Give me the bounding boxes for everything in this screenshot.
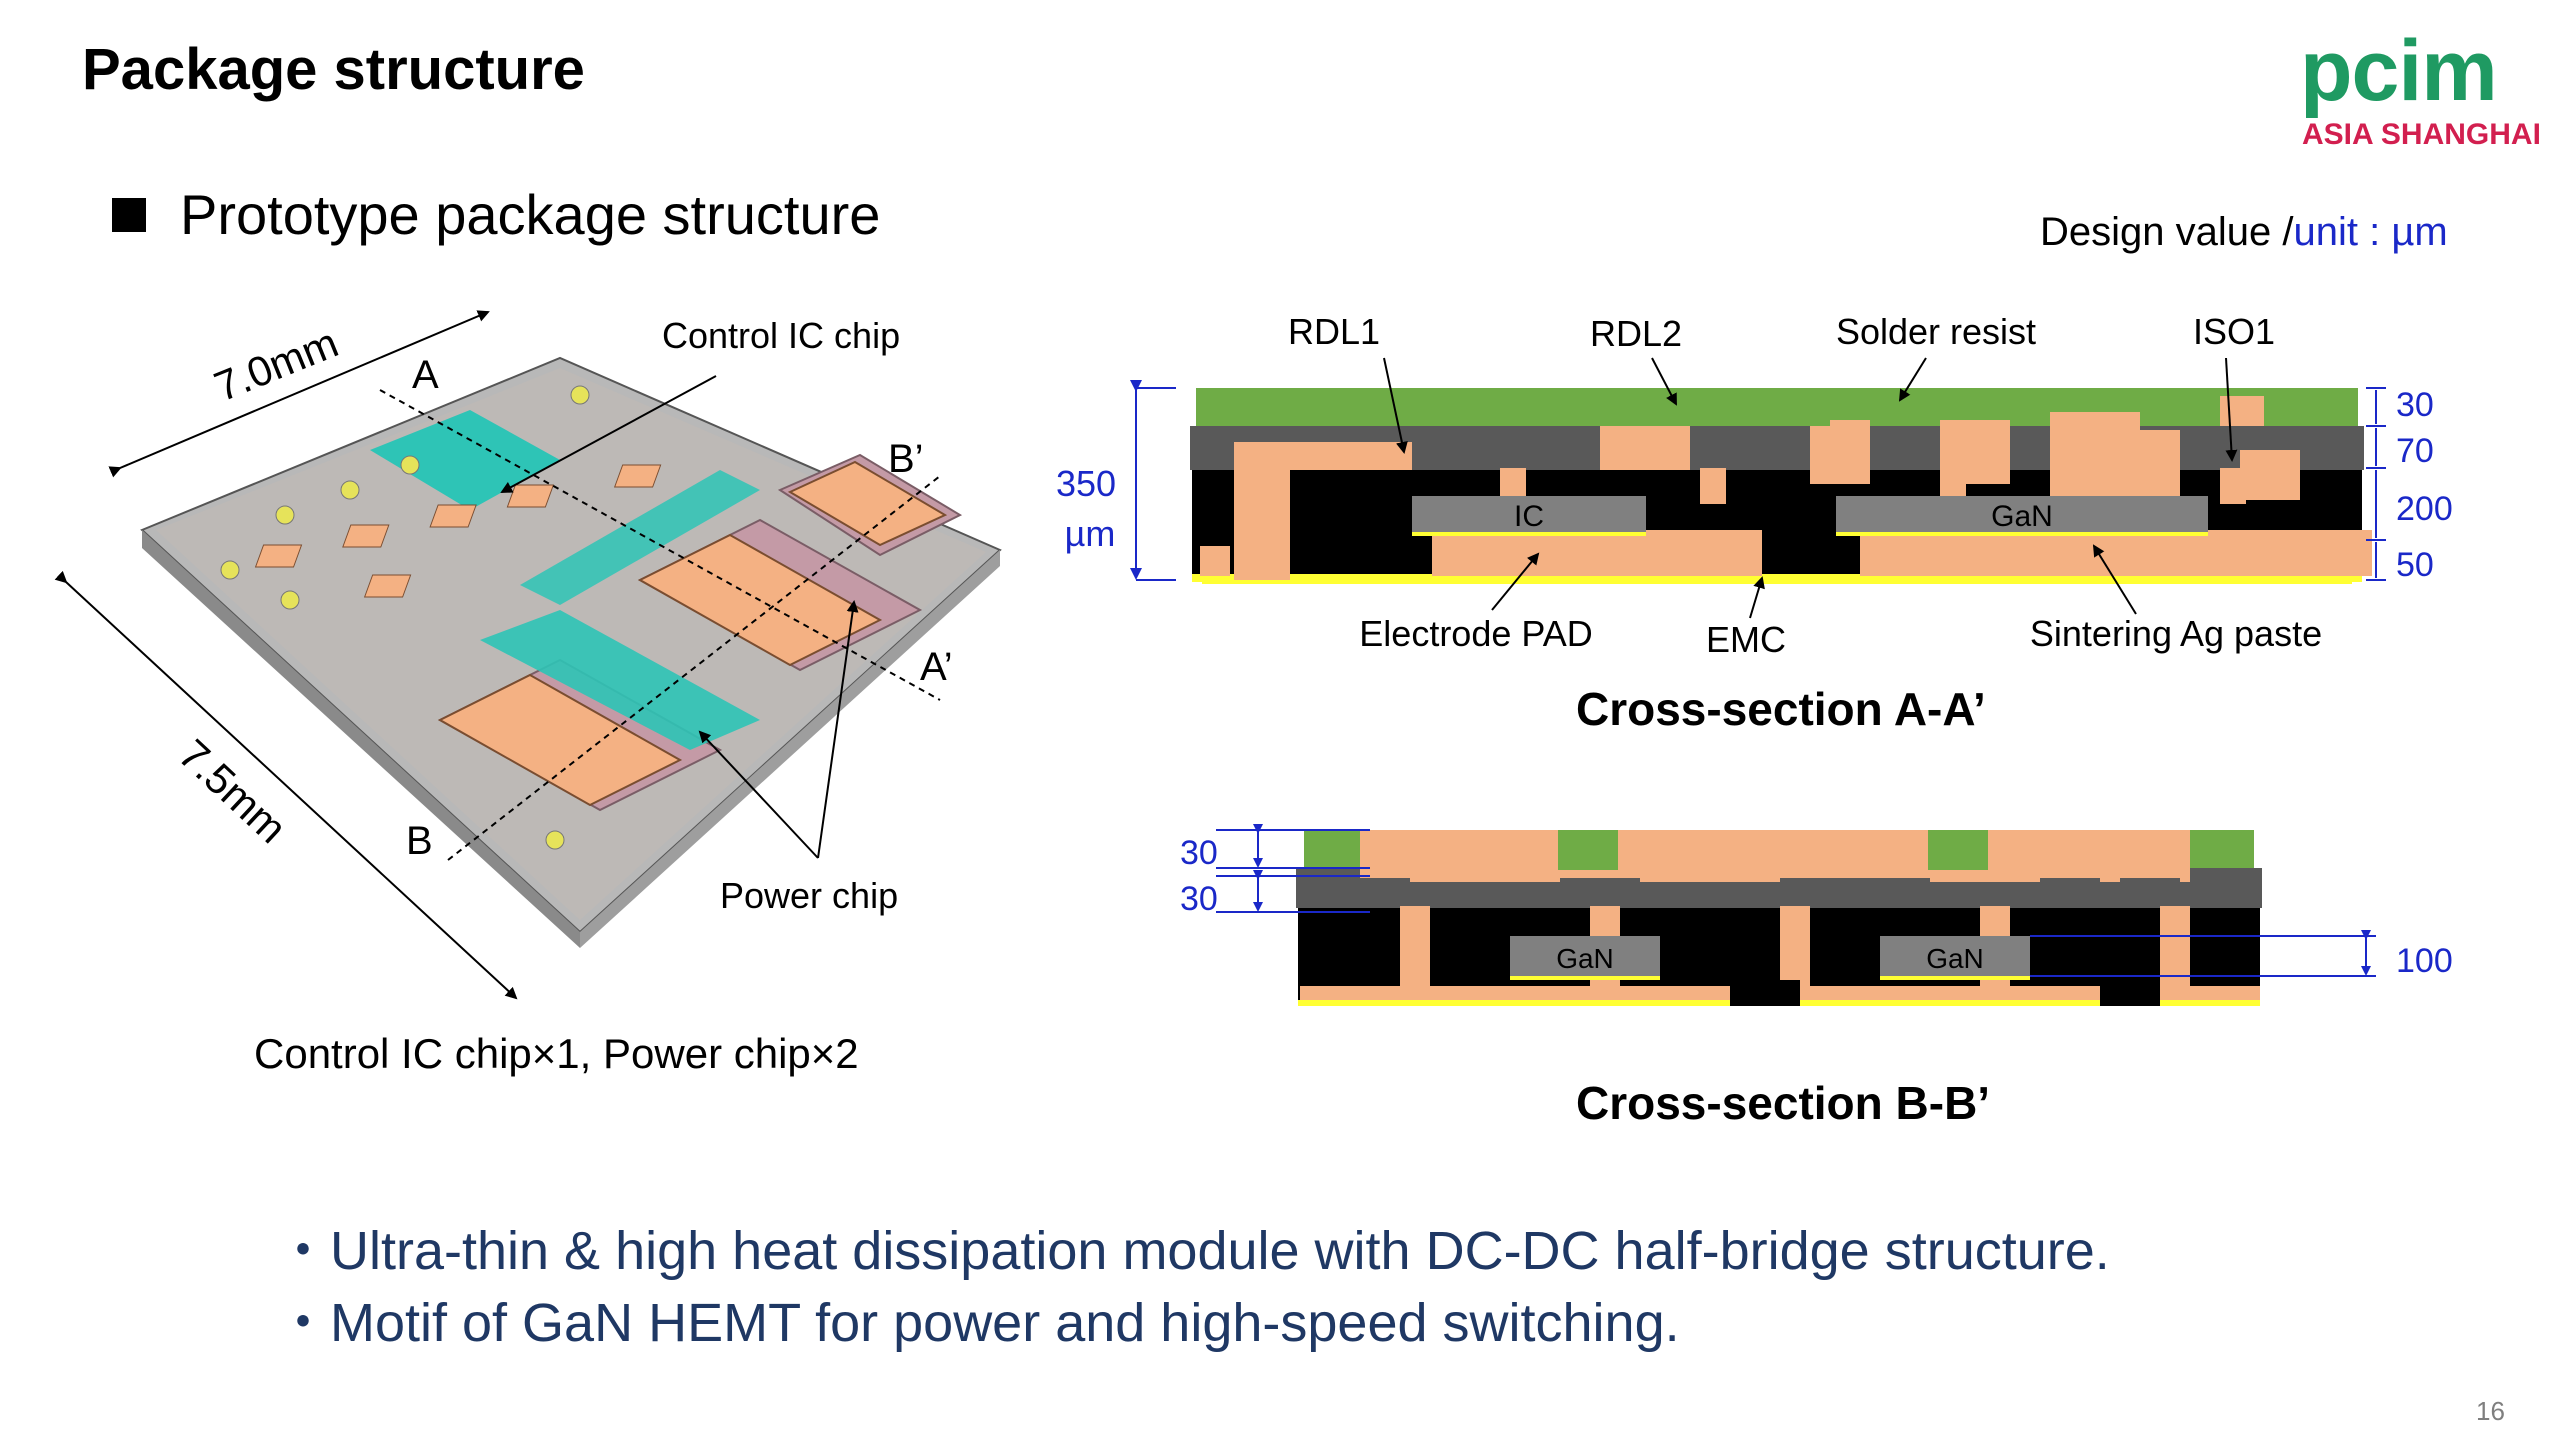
page-number: 16 xyxy=(2476,1396,2505,1426)
chip-count-text: Control IC chip×1, Power chip×2 xyxy=(254,1030,859,1077)
package-3d-illustration: 7.0mm 7.5mm A B’ A’ B Control IC chip Po… xyxy=(54,310,1002,1000)
power-chip-callout-arrow-2 xyxy=(817,600,859,859)
label-a: A xyxy=(412,353,439,397)
logo-asia-shanghai: ASIA SHANGHAI xyxy=(2302,118,2541,151)
sintering-label: Sintering Ag paste xyxy=(2030,613,2322,654)
total-thickness-value: 350 xyxy=(1056,463,1116,504)
control-ic-callout-arrow xyxy=(500,375,717,493)
label-b-prime: B’ xyxy=(888,437,924,481)
width-dimension-arrow xyxy=(108,310,490,478)
gan-die-label: GaN xyxy=(1991,500,2053,533)
power-chip-callout-arrow-1 xyxy=(698,730,819,859)
total-thickness-unit: µm xyxy=(1065,513,1116,554)
bullet-item-1: ・Ultra-thin & high heat dissipation modu… xyxy=(276,1221,2110,1281)
dim-length-label: 7.5mm xyxy=(170,730,296,852)
dim-width-label: 7.0mm xyxy=(208,319,345,411)
rdl1-label: RDL1 xyxy=(1288,311,1380,352)
design-value-unit: unit : µm xyxy=(2293,210,2448,254)
control-ic-label: Control IC chip xyxy=(662,315,900,356)
emc-label: EMC xyxy=(1706,619,1786,660)
section-subtitle: Prototype package structure xyxy=(180,183,881,246)
bullet-item-2: ・Motif of GaN HEMT for power and high-sp… xyxy=(276,1293,1680,1353)
ic-die-label: IC xyxy=(1514,500,1544,533)
dim-200-label: 200 xyxy=(2396,490,2453,528)
iso1-label: ISO1 xyxy=(2193,311,2275,352)
dim-b-30-top-label: 30 xyxy=(1180,834,1218,872)
length-dimension-arrow xyxy=(54,570,518,1000)
cross-section-a-diagram: IC GaN RDL1 RDL2 Solder resist ISO1 Elec… xyxy=(1056,311,2453,660)
dim-b-30-bottom-label: 30 xyxy=(1180,880,1218,918)
solder-resist-label: Solder resist xyxy=(1836,311,2036,352)
rdl2-label: RDL2 xyxy=(1590,313,1682,354)
dim-b-100-label: 100 xyxy=(2396,942,2453,980)
cross-section-a-caption: Cross-section A-A’ xyxy=(1576,683,1986,735)
dim-70-label: 70 xyxy=(2396,432,2434,470)
power-chip-label: Power chip xyxy=(720,875,898,916)
section-line-b xyxy=(447,475,941,861)
layer-dimension-lines xyxy=(2366,387,2386,581)
section-b-dimension-lines xyxy=(1216,824,2376,977)
label-b: B xyxy=(406,819,433,863)
design-value-label: Design value / xyxy=(2040,210,2294,254)
gan-right-label: GaN xyxy=(1926,943,1984,974)
slide-title: Package structure xyxy=(82,37,585,102)
cross-section-b-diagram: GaN GaN 30 30 100 xyxy=(1180,824,2453,1006)
dim-30-label: 30 xyxy=(2396,386,2434,424)
logo-pcim: pcim xyxy=(2300,23,2498,119)
cross-section-b-caption: Cross-section B-B’ xyxy=(1576,1077,1991,1129)
square-bullet-icon xyxy=(112,198,146,232)
gan-left-label: GaN xyxy=(1556,943,1614,974)
design-value-note: Design value /unit : µm xyxy=(2040,210,2448,255)
label-a-prime: A’ xyxy=(920,645,953,689)
section-a-layers xyxy=(1190,388,2372,584)
dim-50-label: 50 xyxy=(2396,546,2434,584)
electrode-pad-label: Electrode PAD xyxy=(1359,613,1592,654)
section-b-layers xyxy=(1296,830,2262,1006)
